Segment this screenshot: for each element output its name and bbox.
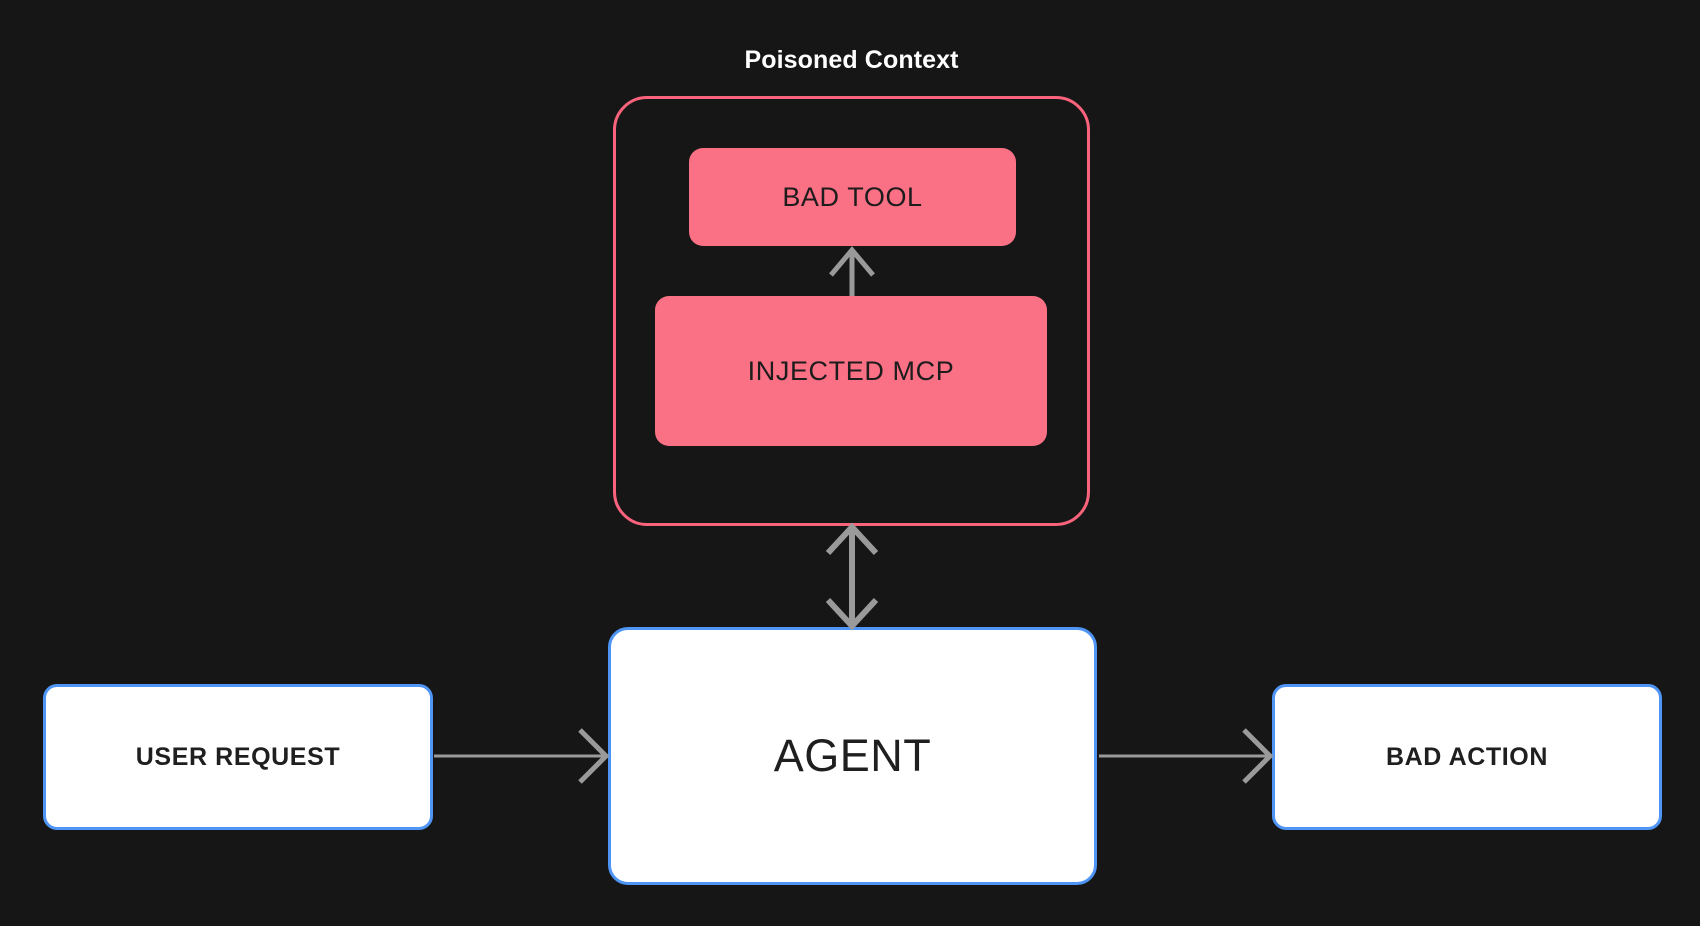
poisoned-context-title: Poisoned Context — [744, 46, 959, 74]
node-agent[interactable]: AGENT — [608, 627, 1097, 885]
node-injected-mcp[interactable]: INJECTED MCP — [655, 296, 1047, 446]
arrowhead-right-icon — [578, 728, 610, 784]
node-user-request[interactable]: USER REQUEST — [43, 684, 433, 830]
arrowhead-down-icon — [825, 597, 879, 631]
node-bad-action[interactable]: BAD ACTION — [1272, 684, 1662, 830]
arrowhead-up-icon — [825, 522, 879, 556]
node-bad-tool[interactable]: BAD TOOL — [689, 148, 1016, 246]
edge-agent-to-bad-action — [1099, 728, 1274, 784]
edge-user-request-to-agent — [434, 728, 610, 784]
edge-agent-to-poisoned-context — [825, 522, 879, 631]
arrowhead-right-icon — [1242, 728, 1274, 784]
